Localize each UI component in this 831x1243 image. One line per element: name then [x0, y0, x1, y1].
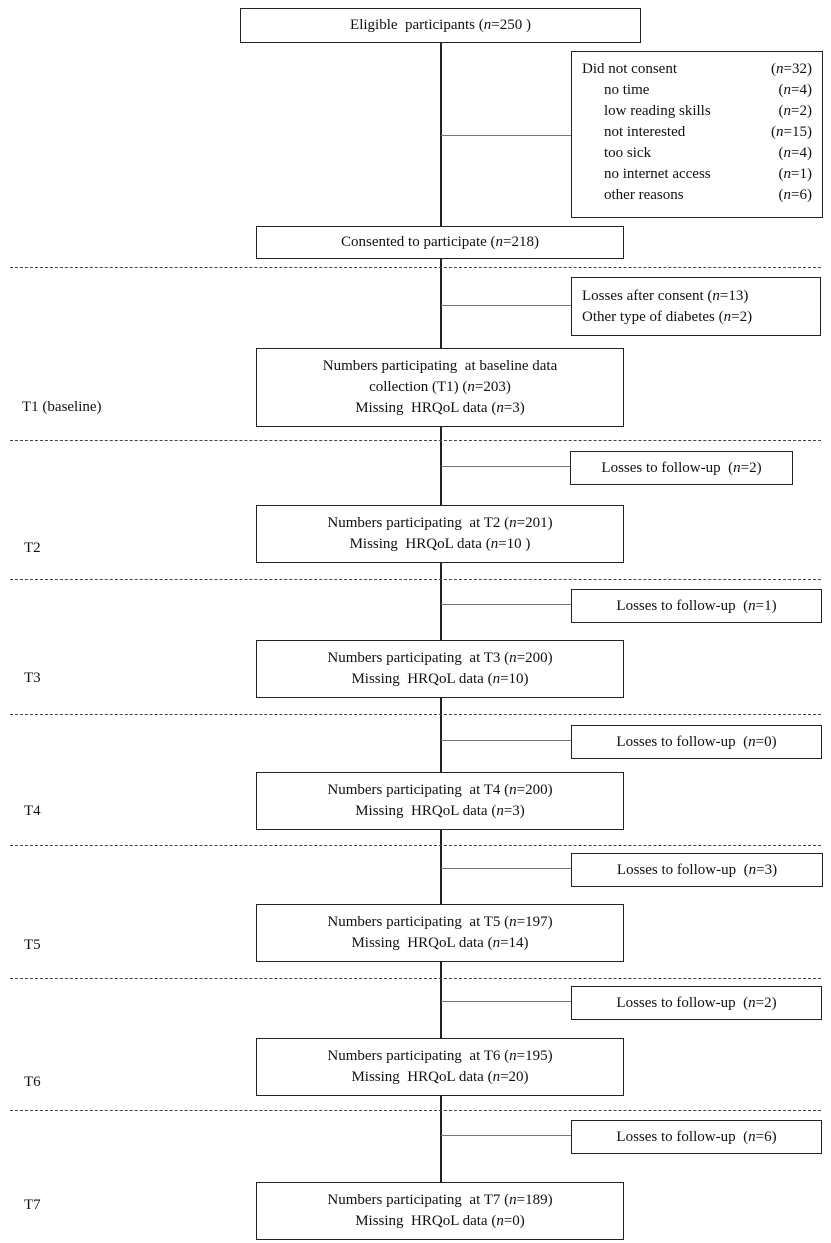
participants-count: Numbers participating at T5 (n=197): [327, 914, 553, 930]
consented-label: Consented to participate (n=218): [340, 234, 539, 250]
losses-consent-connector: [441, 305, 572, 306]
losses-to-follow-up-label: Losses to follow-up (n=0): [616, 733, 777, 750]
participants-box-t7: Numbers participating at T7 (n=189) Missi…: [256, 1182, 624, 1240]
exclusion-connector: [441, 135, 572, 136]
exclusion-reason-count: (n=4): [778, 145, 812, 161]
eligible-participants-box: Eligible participants (n=250 ): [240, 8, 641, 43]
loss-connector: [441, 466, 571, 467]
separator-6: [10, 978, 821, 979]
missing-hrqol: Missing HRQoL data (n=3): [355, 803, 525, 819]
did-not-consent-items: no time (n=4) low reading skills (n=2) not i…: [582, 80, 822, 206]
losses-to-follow-up-box: Losses to follow-up (n=6): [571, 1120, 822, 1154]
missing-hrqol: Missing HRQoL data (n=20): [351, 1069, 529, 1085]
loss-connector: [441, 868, 571, 869]
did-not-consent-header: Did not consent (n=32): [582, 59, 822, 80]
time-label-t7: T7: [24, 1197, 41, 1213]
baseline-line-3: Missing HRQoL data (n=3): [355, 400, 525, 416]
missing-hrqol: Missing HRQoL data (n=10 ): [349, 536, 531, 552]
baseline-line-1: Numbers participating at baseline data: [322, 358, 558, 374]
exclusion-reason-count: (n=2): [778, 103, 812, 119]
losses-to-follow-up-label: Losses to follow-up (n=1): [616, 597, 777, 614]
exclusion-reason-label: not interested: [604, 124, 686, 140]
separator-2: [10, 440, 821, 441]
did-not-consent-count: (n=32): [771, 61, 812, 77]
losses-to-follow-up-box: Losses to follow-up (n=3): [571, 853, 823, 887]
exclusion-reason-label: no time: [604, 82, 650, 98]
consented-box: Consented to participate (n=218): [256, 226, 624, 259]
loss-connector: [441, 1135, 571, 1136]
separator-1: [10, 267, 821, 268]
exclusion-reason-label: too sick: [604, 145, 652, 161]
eligible-label: Eligible participants (n=250 ): [350, 17, 531, 33]
exclusion-reason-count: (n=1): [778, 166, 812, 182]
baseline-line-2: collection (T1) (n=203): [369, 379, 511, 395]
separator-7: [10, 1110, 821, 1111]
time-label-t5: T5: [24, 937, 41, 953]
losses-to-follow-up-box: Losses to follow-up (n=2): [571, 986, 822, 1020]
missing-hrqol: Missing HRQoL data (n=0): [355, 1213, 525, 1229]
losses-to-follow-up-box: Losses to follow-up (n=0): [571, 725, 822, 759]
losses-to-follow-up-box: Losses to follow-up (n=1): [571, 589, 822, 623]
exclusion-reason-label: low reading skills: [604, 103, 711, 119]
time-label-t1: T1 (baseline): [22, 399, 102, 415]
loss-connector: [441, 1001, 571, 1002]
did-not-consent-box: Did not consent (n=32) no time (n=4) low r…: [571, 51, 823, 218]
losses-to-follow-up-label: Losses to follow-up (n=2): [616, 994, 777, 1011]
losses-after-consent-box: Losses after consent (n=13) Other type o…: [571, 277, 821, 336]
main-flow-line: [440, 42, 442, 1183]
exclusion-reason: too sick (n=4): [582, 143, 822, 164]
separator-3: [10, 579, 821, 580]
exclusion-reason: other reasons (n=6): [582, 185, 822, 206]
time-label-t6: T6: [24, 1074, 41, 1090]
time-label-t4: T4: [24, 803, 41, 819]
losses-after-consent-line: Losses after consent (n=13): [582, 287, 749, 304]
loss-connector: [441, 604, 571, 605]
participants-count: Numbers participating at T2 (n=201): [327, 515, 553, 531]
participants-box-t5: Numbers participating at T5 (n=197) Missi…: [256, 904, 624, 962]
missing-hrqol: Missing HRQoL data (n=10): [351, 671, 529, 687]
participants-box-t2: Numbers participating at T2 (n=201) Missi…: [256, 505, 624, 563]
participants-count: Numbers participating at T6 (n=195): [327, 1048, 553, 1064]
exclusion-reason-label: other reasons: [604, 187, 684, 203]
participants-box-t4: Numbers participating at T4 (n=200) Missi…: [256, 772, 624, 830]
participants-box-t6: Numbers participating at T6 (n=195) Missi…: [256, 1038, 624, 1096]
exclusion-reason-count: (n=6): [778, 187, 812, 203]
exclusion-reason: not interested (n=15): [582, 122, 822, 143]
participants-count: Numbers participating at T3 (n=200): [327, 650, 553, 666]
participants-box-t3: Numbers participating at T3 (n=200) Missi…: [256, 640, 624, 698]
participants-count: Numbers participating at T4 (n=200): [327, 782, 553, 798]
separator-4: [10, 714, 821, 715]
time-label-t3: T3: [24, 670, 41, 686]
exclusion-reason-label: no internet access: [604, 166, 711, 182]
exclusion-reason: low reading skills (n=2): [582, 101, 822, 122]
missing-hrqol: Missing HRQoL data (n=14): [351, 935, 529, 951]
other-diabetes-line: Other type of diabetes (n=2): [582, 308, 753, 325]
losses-to-follow-up-label: Losses to follow-up (n=6): [616, 1128, 777, 1145]
exclusion-reason-count: (n=15): [771, 124, 812, 140]
did-not-consent-title: Did not consent: [582, 61, 677, 77]
losses-to-follow-up-label: Losses to follow-up (n=3): [616, 861, 778, 878]
exclusion-reason: no time (n=4): [582, 80, 822, 101]
separator-5: [10, 845, 821, 846]
baseline-box: Numbers participating at baseline data c…: [256, 348, 624, 427]
losses-to-follow-up-box: Losses to follow-up (n=2): [570, 451, 793, 485]
losses-to-follow-up-label: Losses to follow-up (n=2): [601, 459, 762, 476]
participants-count: Numbers participating at T7 (n=189): [327, 1192, 553, 1208]
time-label-t2: T2: [24, 540, 41, 556]
exclusion-reason-count: (n=4): [778, 82, 812, 98]
loss-connector: [441, 740, 571, 741]
exclusion-reason: no internet access (n=1): [582, 164, 822, 185]
